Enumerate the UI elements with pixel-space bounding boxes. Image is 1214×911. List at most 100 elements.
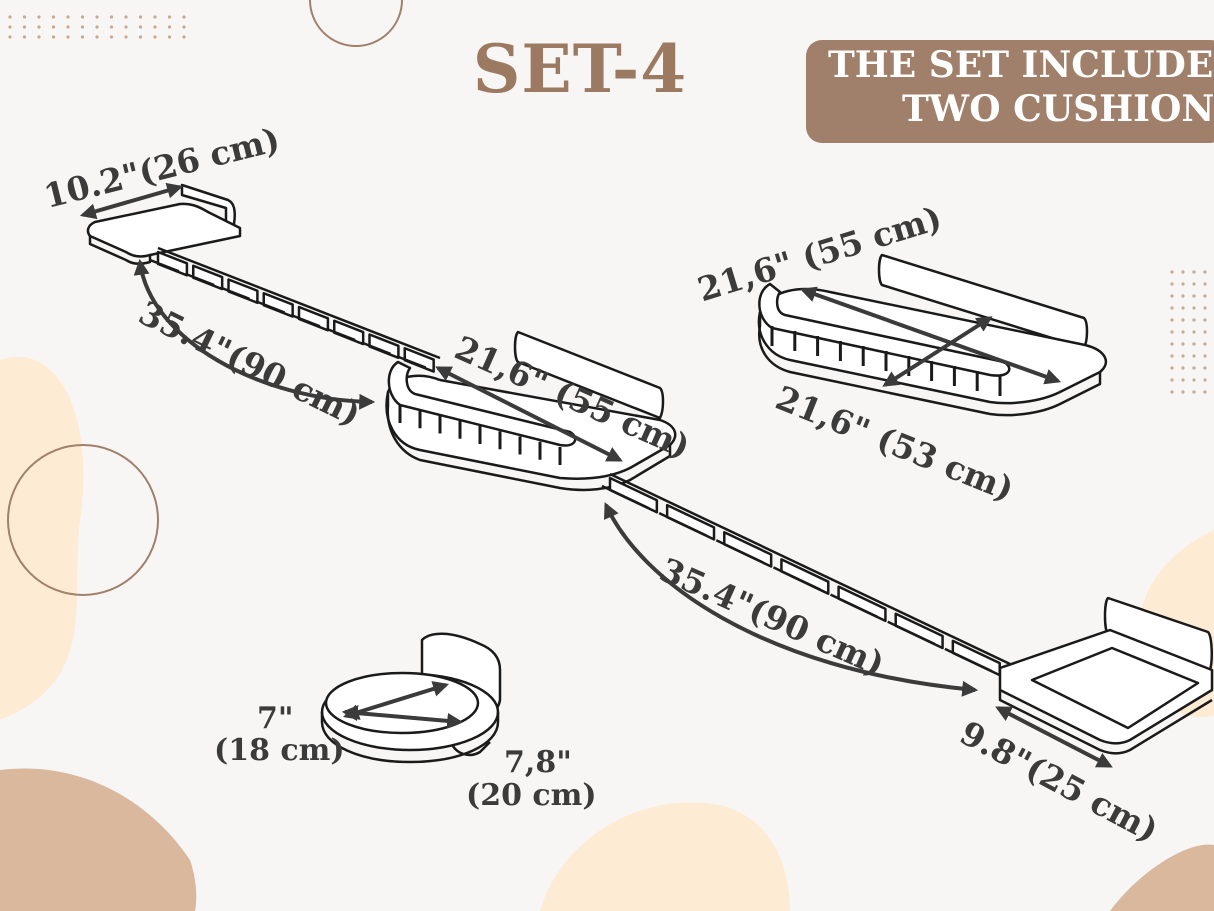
arrow-round-diameter-b [342,681,450,720]
dot [109,25,114,29]
dot [167,15,172,19]
dot [1192,294,1196,298]
blob-bottom-right [1110,844,1214,911]
dot [1192,270,1196,274]
arrow-bottom-step-width [995,706,1113,768]
dot [138,35,143,39]
page-title: SET-4 [472,30,688,108]
blob-bottom-left [0,768,197,911]
bridge-slat [723,531,773,568]
dot [1170,378,1174,382]
dot [182,35,186,39]
dot-grid-right [1170,270,1207,394]
dot [1192,342,1196,346]
dot [1203,390,1207,394]
dot [95,35,99,39]
circle-outline-top [309,0,403,47]
dot [1181,342,1185,346]
bridge-slat [608,476,659,514]
dot [1170,354,1174,358]
dot [1181,330,1185,334]
dot [138,25,143,29]
dot [1192,330,1196,334]
dot [1203,366,1207,370]
dot [153,15,157,19]
dot [1170,294,1174,298]
dot [66,25,70,29]
dot [1192,282,1196,286]
dot [1192,366,1196,370]
arrow-middle-bed-length [435,366,623,462]
dot [66,35,70,39]
dot [1203,378,1207,382]
dot [22,15,27,19]
dot [182,15,186,19]
blob-bottom-center [540,802,790,911]
dot [51,25,56,29]
dot [1170,390,1174,394]
dot [51,35,56,39]
bridge-slat [837,585,887,623]
dot [1203,330,1207,334]
dot [1170,330,1174,334]
dot [1192,378,1196,382]
dot [167,25,172,29]
dot-grid-top-left [8,15,186,39]
dot [1192,354,1196,358]
blob-left [0,356,84,720]
dot [1181,282,1185,286]
label-round-height-in: 7,8" [504,745,572,780]
dot [1170,282,1174,286]
dot [124,25,128,29]
dot [1170,318,1174,322]
dot [109,35,114,39]
dot [1203,270,1207,274]
label-round-diameter-cm: (18 cm) [214,733,345,768]
dot [124,35,128,39]
bridge-slat-edge [396,355,427,369]
dot [1203,342,1207,346]
dot [109,15,114,19]
dot [1170,270,1174,274]
dot [153,35,157,39]
dot [1203,282,1207,286]
badge-line-2: TWO CUSHION [902,88,1214,130]
dot [51,15,56,19]
dot [95,25,99,29]
dot [1203,354,1207,358]
dot [1181,390,1185,394]
dot [167,35,172,39]
bridge-slat [665,503,716,541]
bridge-slat [403,347,435,373]
set-includes-badge: THE SET INCLUDES TWO CUSHION [806,40,1214,143]
dot [1192,318,1196,322]
dot [182,25,186,29]
dot [80,15,85,19]
dot [1181,378,1185,382]
dot [1192,390,1196,394]
bridge-slat [951,639,1001,677]
dot [124,15,128,19]
dimension-arrows [79,182,1113,768]
bottom-right-step [998,596,1214,755]
dot [1181,306,1185,310]
dot [1192,306,1196,310]
dot [66,15,70,19]
dot [37,15,41,19]
dot [1170,342,1174,346]
dot [22,35,27,39]
dot [1170,306,1174,310]
dot [1181,366,1185,370]
label-round-diameter-in: 7" [257,701,294,736]
dot [8,15,12,19]
dot [1203,306,1207,310]
dot [1181,294,1185,298]
dot [153,25,157,29]
arrow-right-bridge-length [604,502,979,697]
dot [37,35,41,39]
circle-outline-left [7,444,159,596]
dot [1203,318,1207,322]
